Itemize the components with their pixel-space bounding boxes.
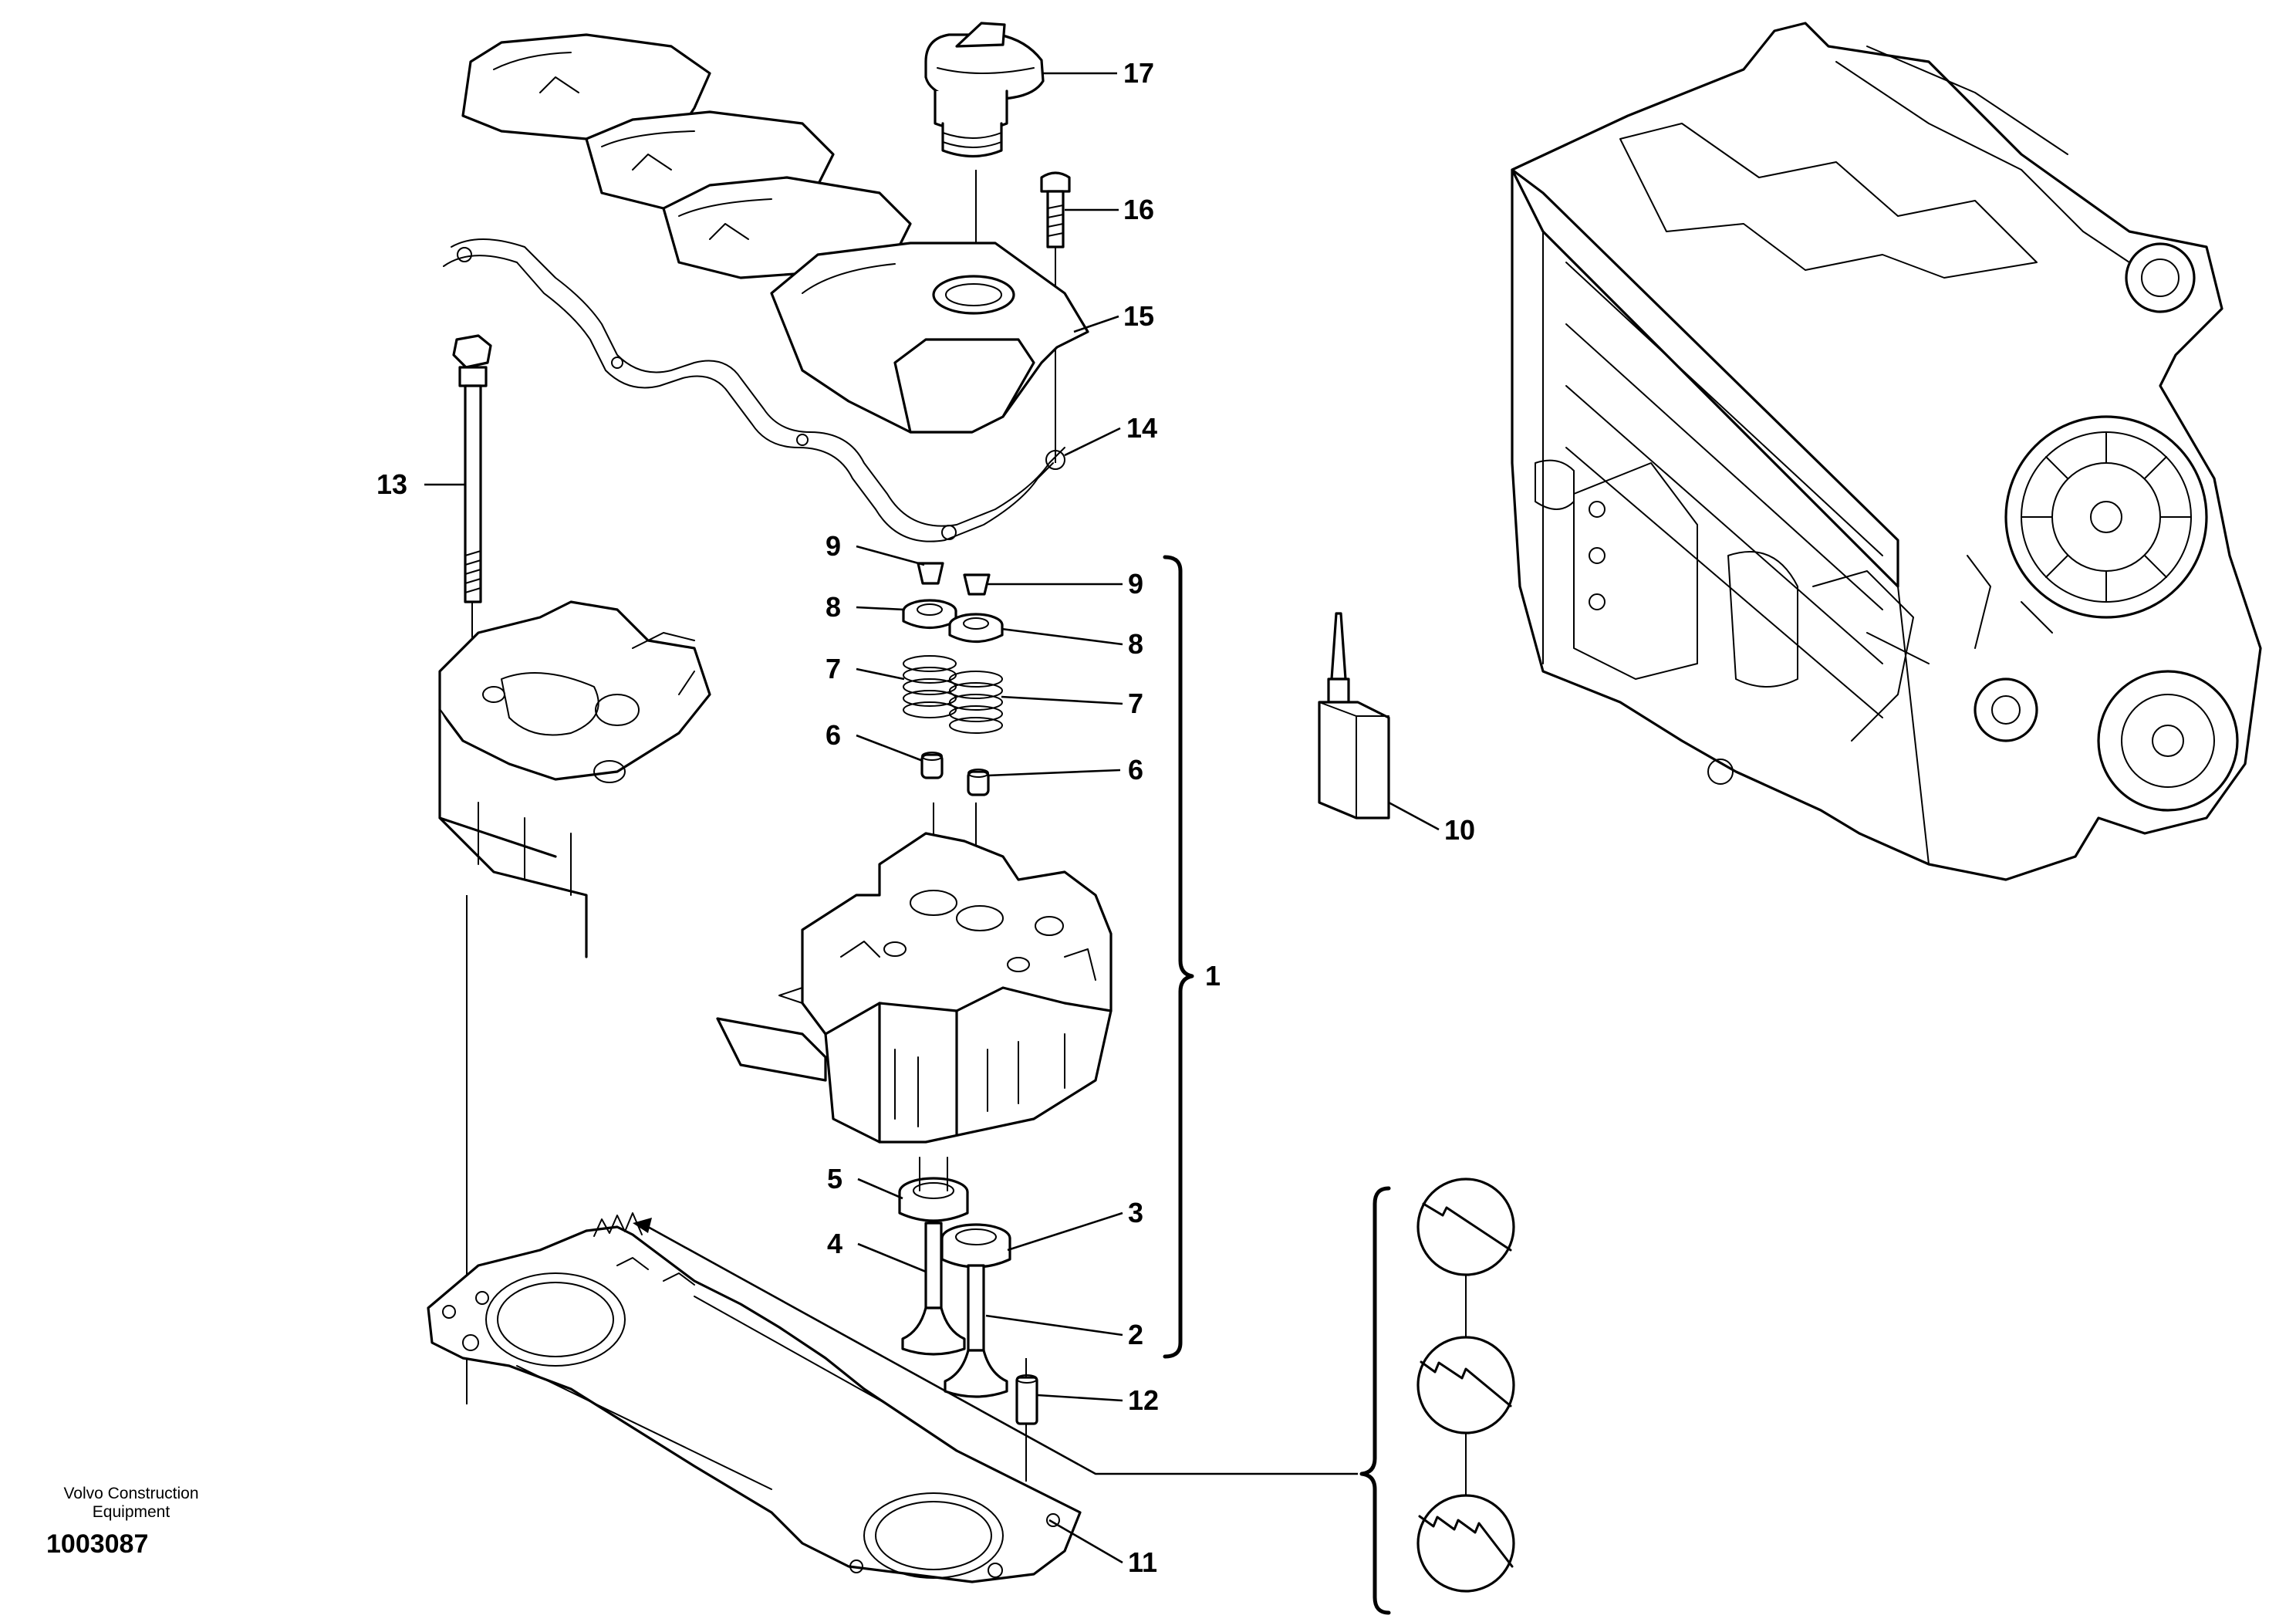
callout-6-right: 6 (1128, 754, 1143, 786)
callout-8-left: 8 (826, 591, 841, 623)
gasket-notch-symbols (1416, 1178, 1515, 1593)
callout-17: 17 (1123, 57, 1154, 89)
callout-10: 10 (1444, 814, 1475, 846)
callout-7-left: 7 (826, 653, 841, 684)
sealant-tube (1318, 612, 1390, 819)
engine-overview (1511, 22, 2262, 881)
valve-cover-gasket (443, 238, 1065, 542)
callout-9-left: 9 (826, 530, 841, 562)
document-footer: Volvo Construction Equipment 1003087 (46, 1485, 199, 1559)
callout-14: 14 (1126, 412, 1157, 444)
cylinder-head (716, 832, 1113, 1144)
callout-11: 11 (1128, 1546, 1157, 1578)
callout-2: 2 (1128, 1319, 1143, 1350)
valve-seat-insert (898, 1157, 969, 1222)
bolt (1040, 171, 1071, 248)
cylinder-head-bolt (452, 334, 492, 603)
callout-8-right: 8 (1128, 628, 1143, 660)
leader-lines (424, 72, 1440, 1564)
callout-4: 4 (827, 1228, 842, 1259)
callout-15: 15 (1123, 300, 1154, 332)
callout-labels: 17 16 15 14 13 9 9 8 8 7 7 6 6 10 1 5 3 … (376, 57, 1475, 1578)
gasket-variant-brace (1359, 1186, 1391, 1615)
cylinder-head-rear (438, 600, 711, 958)
callout-16: 16 (1123, 194, 1154, 225)
notch-three-symbol (1416, 1494, 1515, 1593)
valve-stem-seals (920, 752, 990, 796)
spring-retainers (902, 599, 1004, 643)
callout-1: 1 (1205, 960, 1221, 992)
valve-seat (940, 1223, 1011, 1269)
group-brace (1163, 555, 1194, 1359)
valve-keepers (917, 562, 991, 596)
callout-5: 5 (827, 1163, 842, 1195)
exhaust-valve (944, 1264, 1008, 1398)
valve-cover (461, 33, 1089, 434)
cylinder-head-gasket (427, 1212, 1082, 1583)
valve-springs (903, 655, 1003, 734)
callout-13: 13 (376, 468, 407, 500)
intake-valve (901, 1222, 966, 1356)
callout-6-left: 6 (826, 719, 841, 751)
callout-3: 3 (1128, 1197, 1143, 1228)
callout-7-right: 7 (1128, 688, 1143, 719)
notch-one-symbol (1416, 1178, 1515, 1276)
dowel-sleeve (1015, 1374, 1038, 1425)
callout-9-right: 9 (1128, 568, 1143, 600)
oil-filler-cap (924, 22, 1045, 158)
document-number: 1003087 (46, 1529, 148, 1559)
gasket-thickness-connector (633, 1218, 1358, 1475)
notch-two-symbol (1416, 1336, 1515, 1434)
callout-12: 12 (1128, 1384, 1159, 1416)
brand-line-1: Volvo Construction (63, 1485, 198, 1502)
brand-line-2: Equipment (93, 1503, 171, 1521)
